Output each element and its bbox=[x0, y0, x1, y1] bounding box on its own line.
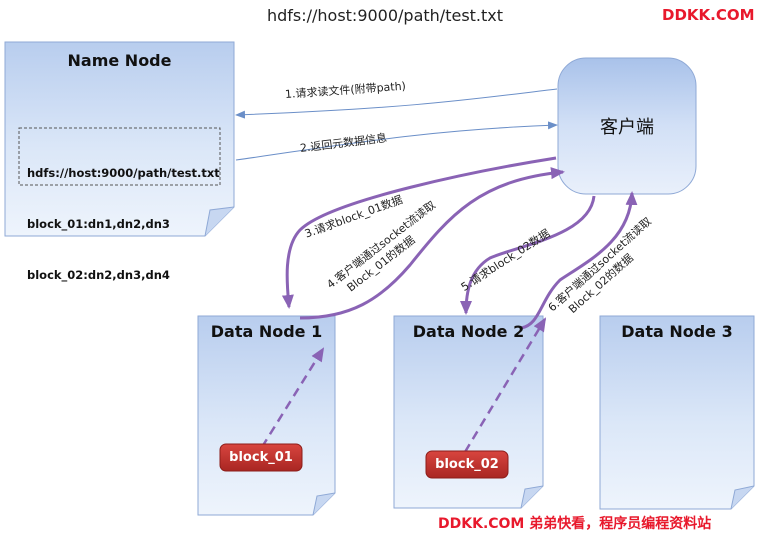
data-node-3-shape bbox=[599, 315, 755, 510]
edge-3-arrow bbox=[281, 156, 557, 309]
block-01-shape bbox=[219, 443, 303, 472]
block-01-link bbox=[260, 347, 325, 448]
data-node-1-title: Data Node 1 bbox=[210, 322, 323, 341]
data-node-2-shape bbox=[393, 315, 544, 509]
metadata-line-path: hdfs://host:9000/path/test.txt bbox=[27, 166, 220, 180]
name-node-metadata-box bbox=[18, 127, 221, 186]
metadata-line-block-02: block_02:dn2,dn3,dn4 bbox=[27, 268, 170, 282]
client-label: 客户端 bbox=[600, 117, 654, 138]
block-02-shape bbox=[425, 450, 509, 479]
edge-4-arrow bbox=[299, 167, 565, 320]
edge-1-arrow bbox=[235, 88, 558, 119]
edge-5-arrow bbox=[460, 195, 596, 315]
block-02-link bbox=[463, 317, 547, 453]
data-node-1-shape bbox=[197, 315, 336, 516]
block-01-label: block_01 bbox=[229, 450, 293, 465]
data-node-2-title: Data Node 2 bbox=[412, 322, 525, 341]
name-node-title: Name Node bbox=[67, 51, 172, 70]
footer-watermark: DDKK.COM 弟弟快看，程序员编程资料站 bbox=[438, 516, 712, 532]
header-path: hdfs://host:9000/path/test.txt bbox=[266, 6, 504, 25]
data-node-3-title: Data Node 3 bbox=[621, 322, 733, 341]
edge-2-arrow bbox=[235, 121, 558, 161]
metadata-line-block-01: block_01:dn1,dn2,dn3 bbox=[27, 217, 170, 231]
block-02-label: block_02 bbox=[435, 457, 499, 472]
header-brand: DDKK.COM bbox=[662, 6, 755, 24]
name-node-metadata: hdfs://host:9000/path/test.txt block_01:… bbox=[27, 131, 220, 301]
